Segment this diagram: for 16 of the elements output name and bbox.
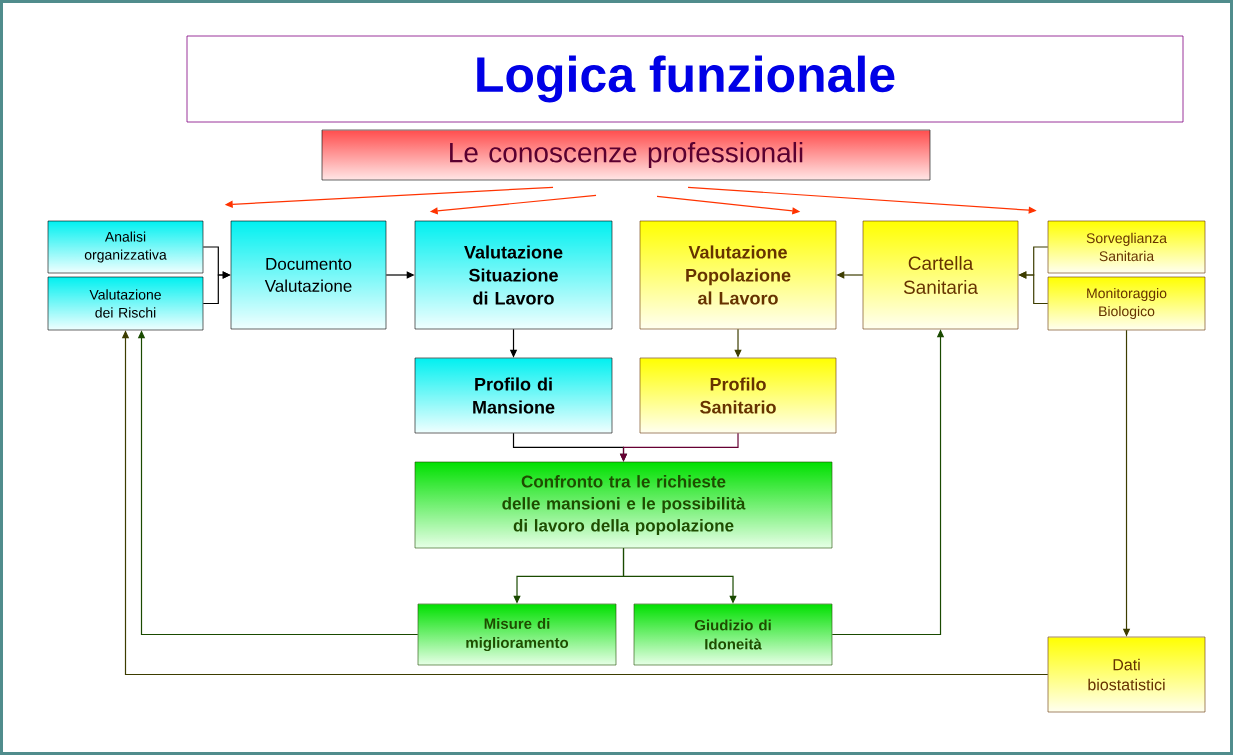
process-box: Dati biostatistici <box>1047 636 1206 713</box>
process-box: Giudizio di Idoneità <box>633 603 833 666</box>
process-box: Documento Valutazione <box>230 220 387 330</box>
title-box: Logica funzionale <box>186 35 1184 123</box>
process-box: Valutazione Popolazione al Lavoro <box>639 220 837 330</box>
process-box: Misure di miglioramento <box>417 603 617 666</box>
process-box: Profilo di Mansione <box>414 357 613 434</box>
process-box: Cartella Sanitaria <box>862 220 1019 330</box>
process-box: Confronto tra le richieste delle mansioni e le possibilità di lavoro della popolazione <box>414 461 833 549</box>
process-box: Monitoraggio Biologico <box>1047 276 1206 331</box>
process-box: Analisi organizzativa <box>47 220 204 274</box>
process-box: Valutazione Situazione di Lavoro <box>414 220 613 330</box>
process-box: Sorveglianza Sanitaria <box>1047 220 1206 274</box>
process-box: Profilo Sanitario <box>639 357 837 434</box>
heading-box: Le conoscenze professionali <box>321 129 931 181</box>
process-box: Valutazione dei Rischi <box>47 276 204 331</box>
